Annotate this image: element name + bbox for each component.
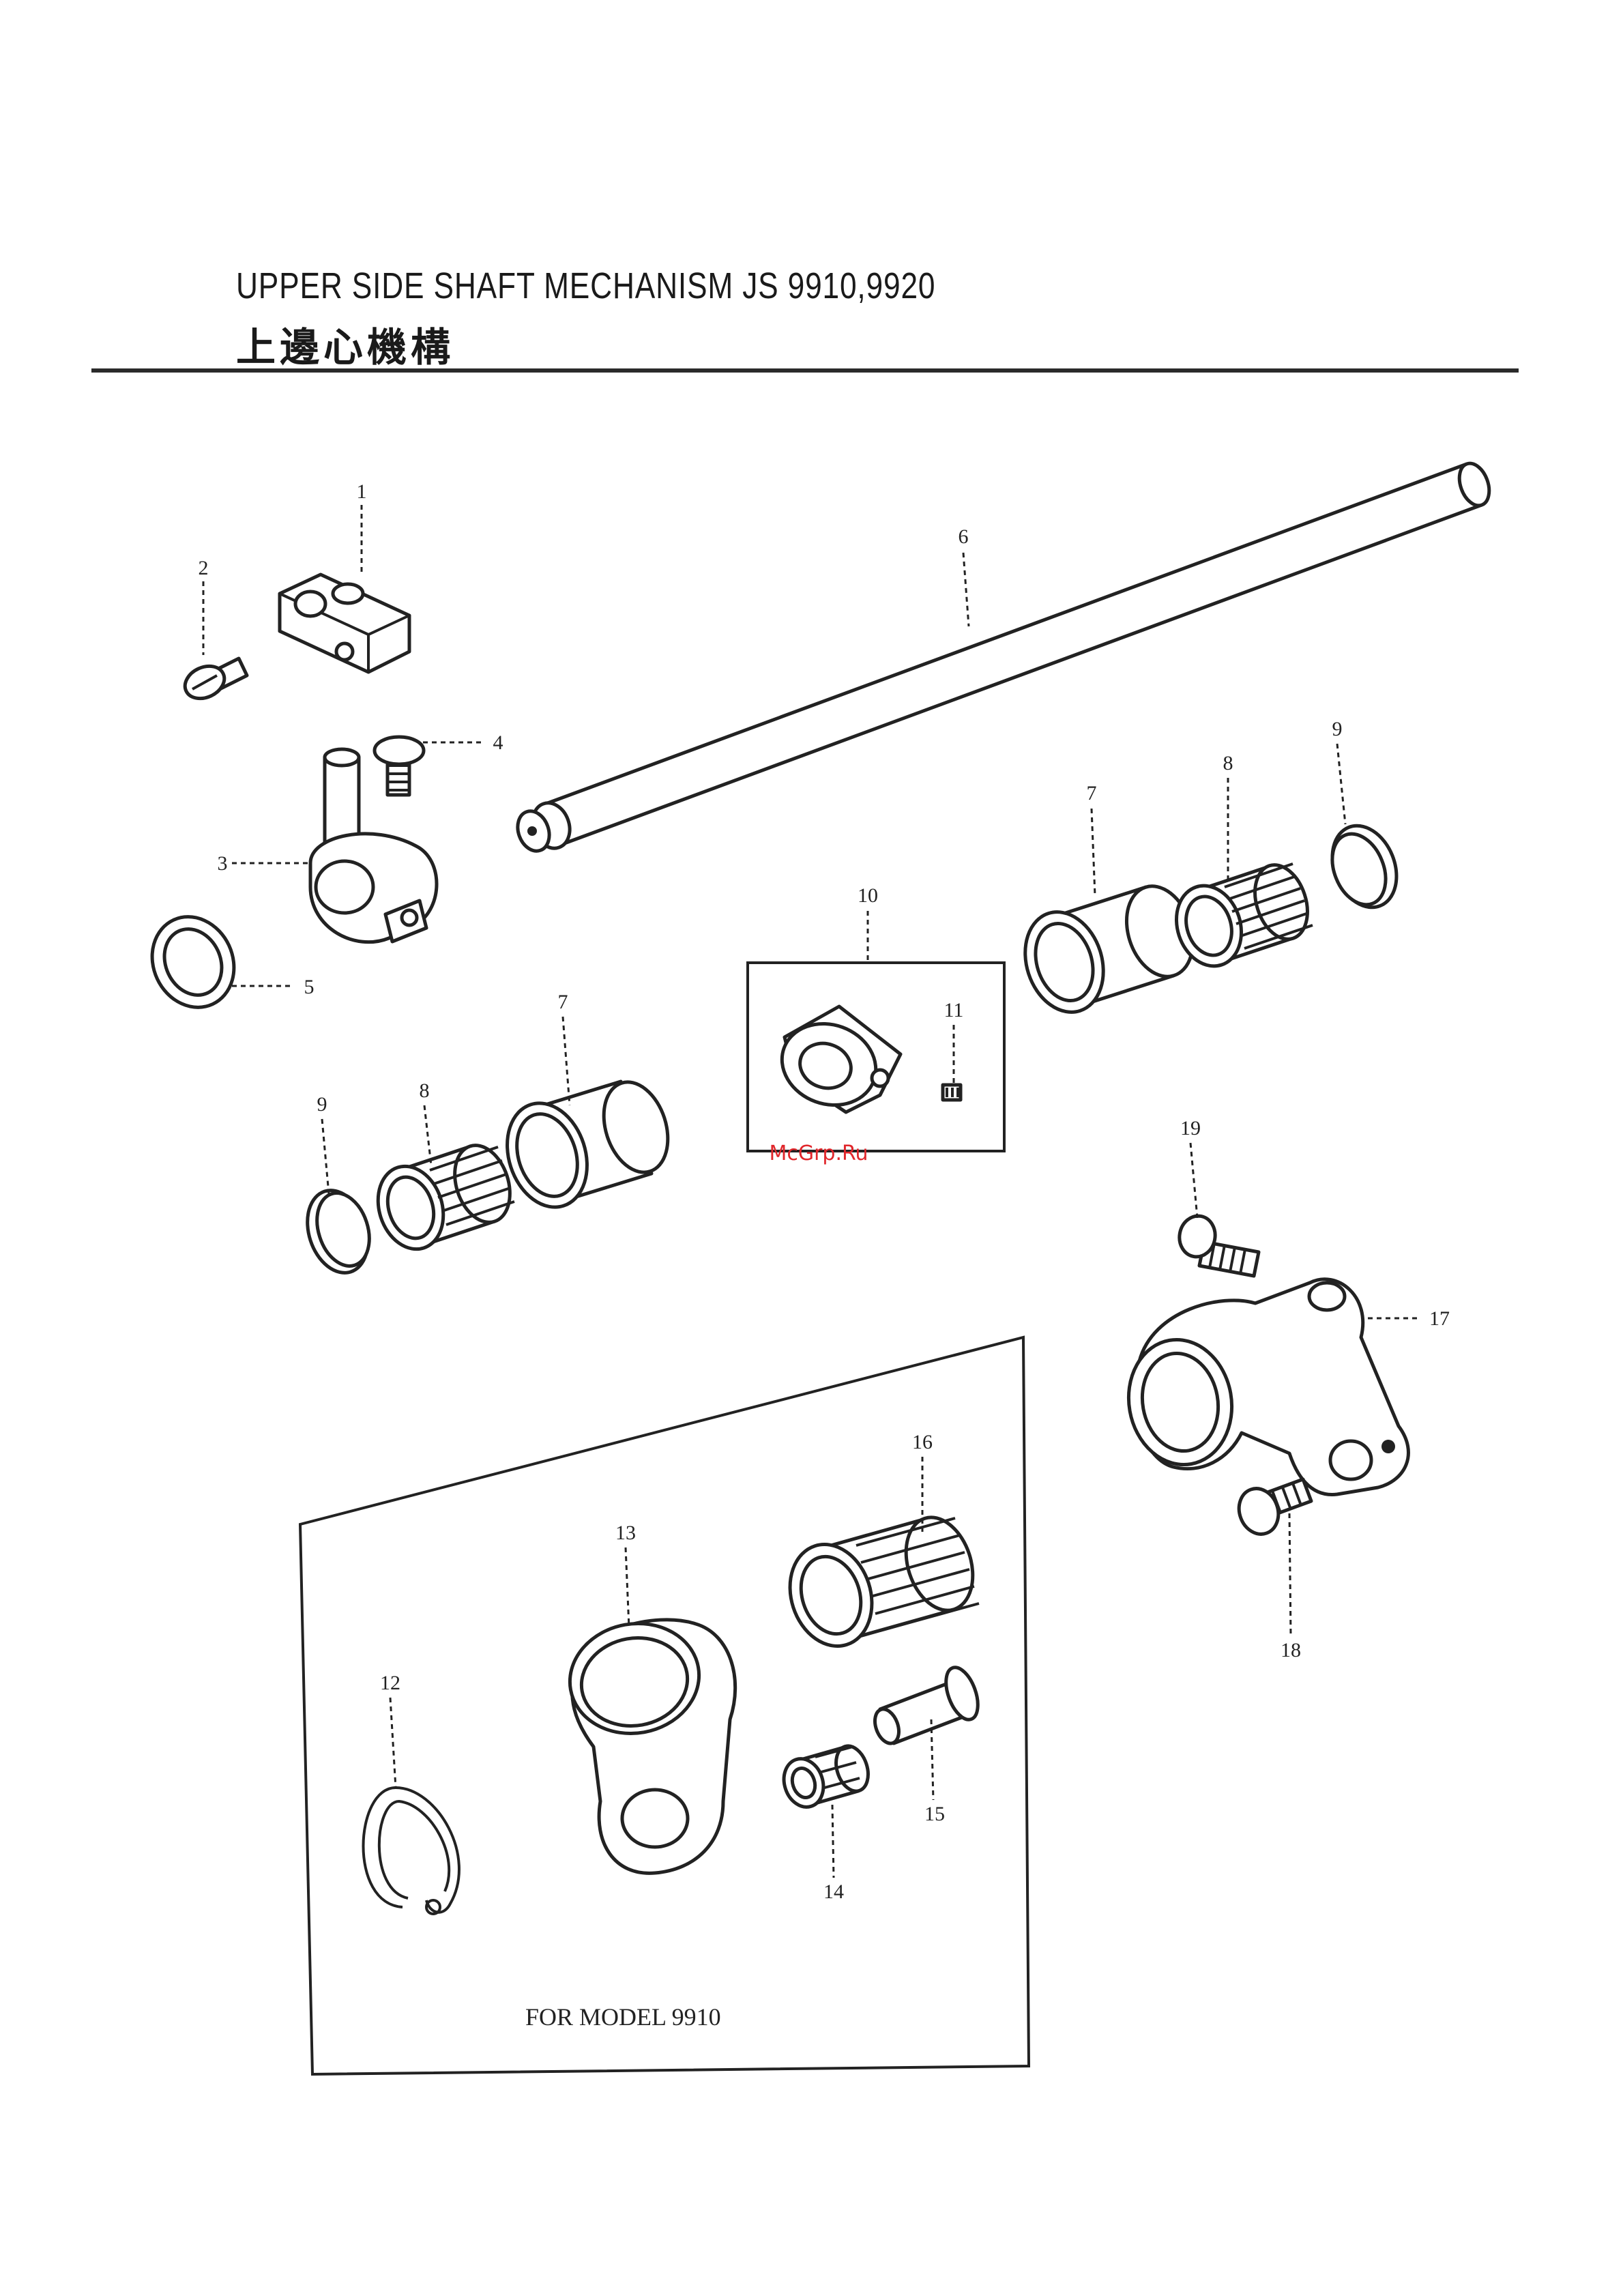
callout-17: 17 bbox=[1429, 1307, 1450, 1330]
watermark: McGrp.Ru bbox=[769, 1142, 868, 1165]
callout-13: 13 bbox=[615, 1522, 636, 1544]
part-18-screw bbox=[1233, 1479, 1311, 1540]
part-7-bushing-lower bbox=[495, 1074, 679, 1218]
callout-10: 10 bbox=[858, 884, 878, 907]
part-7-bushing-upper bbox=[1013, 877, 1204, 1022]
part-2-screw bbox=[180, 658, 247, 705]
part-9-ring-upper bbox=[1321, 816, 1408, 917]
callout-11: 11 bbox=[944, 999, 964, 1021]
callout-8-upper: 8 bbox=[1223, 752, 1233, 774]
callout-14: 14 bbox=[823, 1880, 844, 1903]
part-15-pin bbox=[871, 1663, 984, 1747]
callout-8-lower: 8 bbox=[420, 1079, 430, 1102]
part-1-clamp-block bbox=[280, 575, 409, 672]
callout-6: 6 bbox=[959, 525, 969, 548]
callout-15: 15 bbox=[924, 1803, 945, 1825]
part-3-crank bbox=[310, 749, 437, 942]
part-4-screw bbox=[375, 737, 424, 795]
callout-9-upper: 9 bbox=[1332, 718, 1343, 740]
part-11-set-screw bbox=[943, 1085, 961, 1100]
part-10-collar bbox=[770, 1006, 901, 1118]
part-6-shaft bbox=[512, 459, 1495, 856]
part-8-needle-bearing-lower bbox=[368, 1138, 519, 1258]
part-14-small-bearing bbox=[778, 1742, 873, 1812]
part-17-eccentric-crank bbox=[1119, 1279, 1408, 1495]
callout-3: 3 bbox=[218, 852, 228, 875]
part-5-washer bbox=[138, 903, 249, 1021]
part-16-needle-bearing bbox=[777, 1509, 984, 1657]
callout-19: 19 bbox=[1180, 1117, 1201, 1139]
callout-1: 1 bbox=[357, 480, 367, 503]
model-note: FOR MODEL 9910 bbox=[525, 2003, 721, 2031]
callout-12: 12 bbox=[380, 1672, 400, 1694]
callout-18: 18 bbox=[1281, 1639, 1301, 1661]
callout-7-lower: 7 bbox=[558, 991, 568, 1013]
part-19-screw bbox=[1176, 1213, 1259, 1276]
part-12-snap-ring bbox=[364, 1788, 459, 1914]
callout-4: 4 bbox=[493, 731, 503, 754]
callout-16: 16 bbox=[912, 1431, 933, 1453]
part-13-eccentric-ring bbox=[561, 1614, 735, 1874]
part-9-ring-lower bbox=[297, 1182, 378, 1281]
callout-7-upper: 7 bbox=[1087, 782, 1097, 804]
callout-2: 2 bbox=[199, 557, 209, 579]
callout-5: 5 bbox=[304, 976, 315, 998]
callout-9-lower: 9 bbox=[317, 1093, 327, 1116]
